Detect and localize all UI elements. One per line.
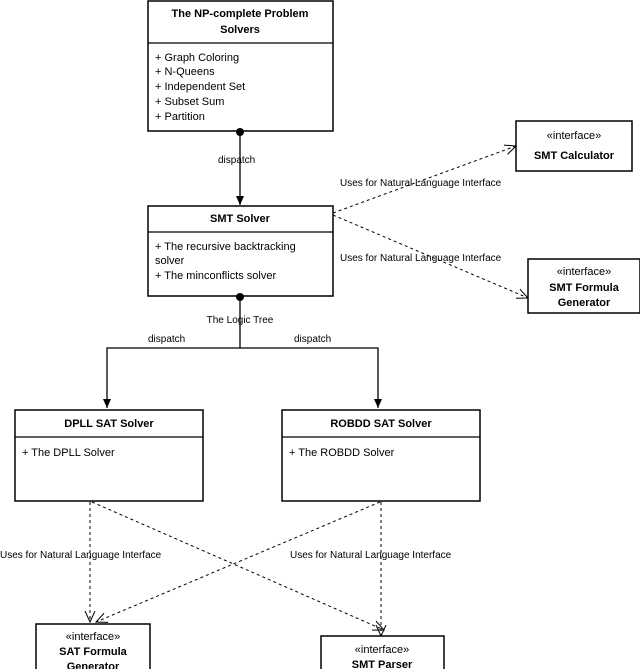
interface-sat-formula-generator[interactable]: «interface» SAT Formula Generator (35, 623, 151, 669)
interface-title: Generator (67, 661, 120, 669)
dispatch-arrow (240, 347, 382, 408)
class-item: + The minconflicts solver (155, 270, 276, 282)
class-np-complete-solvers[interactable]: The NP-complete Problem Solvers + Graph … (147, 0, 334, 132)
stereotype: «interface» (66, 631, 120, 643)
uses-label: Uses for Natural Language Interface (0, 550, 162, 561)
class-title: Solvers (220, 24, 260, 36)
uses-arrow (332, 214, 528, 298)
class-title: The NP-complete Problem (172, 8, 309, 20)
interface-smt-formula-generator[interactable]: «interface» SMT Formula Generator (527, 258, 640, 314)
interface-title: SMT Formula (549, 282, 620, 294)
uses-arrow (332, 146, 516, 214)
dispatch-arrow (103, 297, 241, 408)
dispatch-label: dispatch (148, 334, 185, 345)
class-title: ROBDD SAT Solver (330, 418, 432, 430)
uses-label: Uses for Natural Language Interface (340, 178, 502, 189)
uses-label: Uses for Natural Language Interface (340, 253, 502, 264)
stereotype: «interface» (547, 130, 601, 142)
class-item: + The recursive backtracking (155, 241, 296, 253)
uses-arrow (96, 501, 381, 622)
class-title: DPLL SAT Solver (64, 418, 154, 430)
class-item: + The ROBDD Solver (289, 447, 395, 459)
uses-arrow (91, 501, 384, 630)
class-item: + Subset Sum (155, 96, 224, 108)
dispatch-label: dispatch (294, 334, 331, 345)
class-item: + N-Queens (155, 66, 215, 78)
interface-title: SAT Formula (59, 646, 128, 658)
class-item: + The DPLL Solver (22, 447, 115, 459)
class-item: + Independent Set (155, 81, 245, 93)
interface-title: SMT Calculator (534, 150, 615, 162)
class-item: solver (155, 255, 185, 267)
class-dpll-sat-solver[interactable]: DPLL SAT Solver + The DPLL Solver (14, 409, 204, 502)
class-title: SMT Solver (210, 213, 271, 225)
interface-title: Generator (558, 297, 611, 309)
interface-smt-calculator[interactable]: «interface» SMT Calculator (515, 120, 633, 172)
class-item: + Partition (155, 111, 205, 123)
interface-smt-parser[interactable]: «interface» SMT Parser (320, 635, 445, 669)
interface-title: SMT Parser (352, 659, 413, 669)
class-smt-solver[interactable]: SMT Solver + The recursive backtracking … (147, 205, 334, 297)
class-robdd-sat-solver[interactable]: ROBDD SAT Solver + The ROBDD Solver (281, 409, 481, 502)
uses-label: Uses for Natural Language Interface (290, 550, 452, 561)
stereotype: «interface» (557, 266, 611, 278)
dispatch-label: dispatch (218, 155, 255, 166)
class-item: + Graph Coloring (155, 52, 239, 64)
stereotype: «interface» (355, 644, 409, 656)
